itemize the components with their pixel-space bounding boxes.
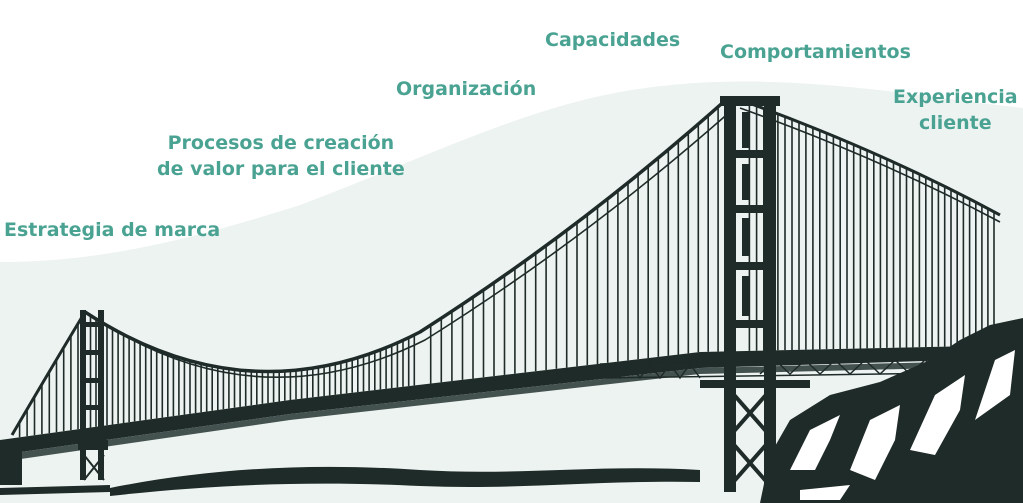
- main-tower: [720, 96, 780, 492]
- suspender-cables: [18, 103, 995, 438]
- label-procesos-line1: Procesos de creación: [167, 132, 395, 154]
- left-pier: [0, 440, 22, 485]
- label-procesos-de-creacion: Procesos de creación de valor para el cl…: [157, 130, 405, 182]
- left-tower: [78, 310, 108, 481]
- label-comportamientos: Comportamientos: [720, 41, 911, 63]
- bridge-deck: [0, 345, 1023, 455]
- label-experiencia-line2: cliente: [918, 112, 992, 134]
- label-organizacion: Organización: [396, 78, 537, 100]
- shoreline: [110, 466, 700, 496]
- secondary-cable-center: [91, 109, 733, 379]
- cliff-highlights: [790, 350, 1015, 500]
- label-experiencia-cliente: Experiencia cliente: [893, 84, 1018, 136]
- tower-base-ledge: [700, 380, 810, 388]
- label-procesos-line2: de valor para el cliente: [157, 158, 405, 180]
- main-cable-center-span: [84, 96, 730, 374]
- water-line: [0, 485, 110, 495]
- main-cable-left-span: [10, 311, 87, 436]
- label-capacidades: Capacidades: [545, 29, 681, 51]
- label-estrategia-de-marca: Estrategia de marca: [4, 219, 221, 241]
- label-experiencia-line1: Experiencia: [893, 86, 1018, 108]
